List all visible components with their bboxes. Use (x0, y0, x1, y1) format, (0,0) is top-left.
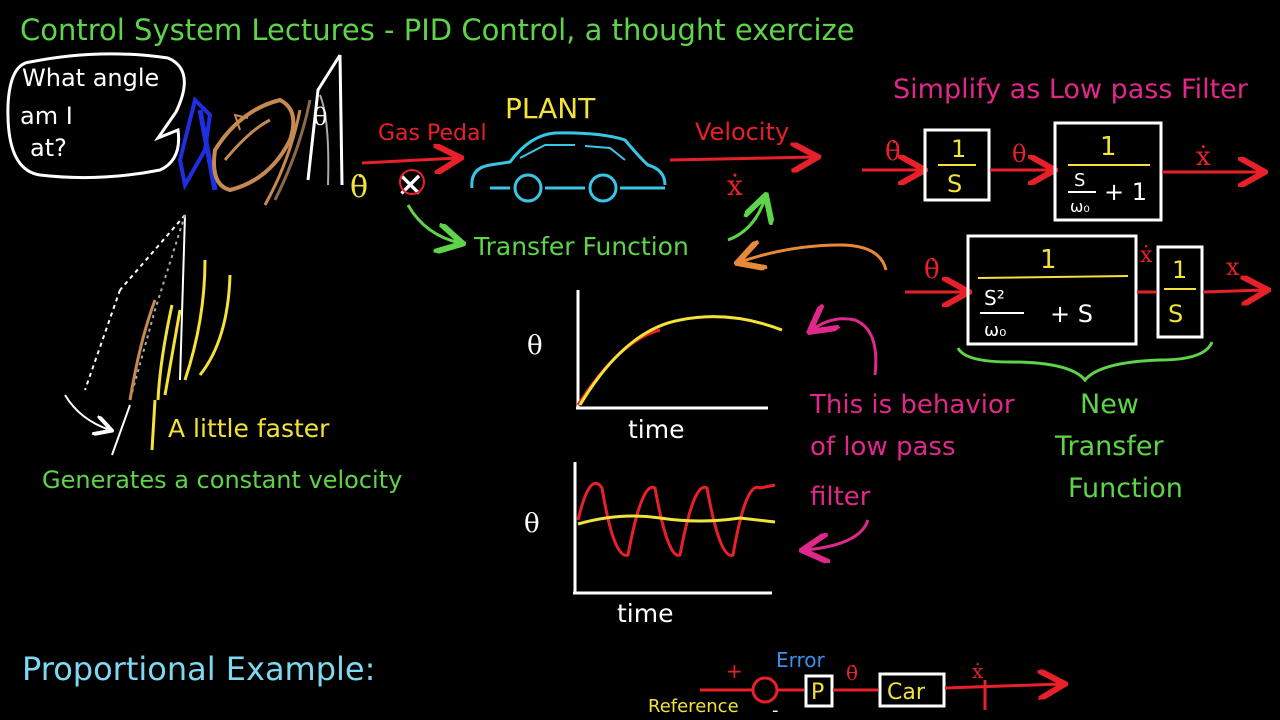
gas-pedal-label: Gas Pedal (378, 121, 487, 146)
plot1-yellow-curve (578, 315, 783, 406)
orange-link-arrow (740, 245, 888, 270)
car-output-arrow (944, 684, 1062, 688)
plot1-ylabel: θ (527, 331, 543, 361)
new-tf-block-diagram: θ̇ 1 S² ω₀ + S ẋ 1 S x (905, 234, 1265, 383)
plant-label: PLANT (505, 92, 596, 125)
lpf-mid-symbol: θ (1012, 140, 1026, 168)
lpf-block-diagram: θ̇ 1 S θ 1 S ω₀ + 1 ẋ (862, 121, 1262, 222)
newtf-caption-1: New (1080, 389, 1139, 420)
lowpass-den-w0: ω₀ (1070, 197, 1090, 216)
newtf-main-block (966, 234, 1138, 346)
car-icon (470, 131, 667, 203)
behavior-line-2: of low pass (810, 432, 956, 462)
plot2-red-curve (576, 481, 776, 557)
reference-label: Reference (648, 696, 739, 717)
newtf-num: 1 (1040, 245, 1057, 275)
lowpass-den-s: S (1074, 170, 1085, 191)
bubble-line-3: at? (30, 134, 67, 162)
velocity-arrow (669, 157, 815, 160)
foot-pedal-illustration: θ (177, 54, 344, 206)
proportional-block-diagram: + Reference - Error P θ̇ Car ẋ (648, 648, 1062, 720)
faster-note: A little faster (168, 414, 330, 443)
summing-junction (751, 676, 779, 704)
plot1-xlabel: time (628, 415, 684, 444)
newtf-den-tail: + S (1050, 300, 1093, 328)
newtf-den-w0: ω₀ (984, 320, 1006, 341)
transfer-arrow-left (406, 204, 460, 243)
lowpass-den-tail: + 1 (1104, 178, 1147, 206)
behavior-line-1: This is behavior (809, 390, 1015, 420)
plot1-red-curve (576, 328, 661, 406)
p-block-label: P (811, 680, 824, 705)
gas-pedal-arrow (361, 158, 458, 163)
newtf-integrator-block (1156, 245, 1204, 339)
newtf-caption-2: Transfer (1054, 431, 1164, 462)
bubble-line-1: What angle (22, 64, 159, 92)
integrator-num: 1 (951, 135, 966, 163)
simplify-heading: Simplify as Low pass Filter (893, 74, 1249, 105)
lpf-output-symbol: ẋ (1196, 142, 1211, 172)
proportional-heading: Proportional Example: (22, 650, 375, 688)
behavior-arrow-up (812, 319, 878, 376)
bubble-line-2: am I (20, 102, 73, 130)
p-block (804, 674, 834, 708)
newtf-int-den: S (1168, 300, 1183, 328)
newtf-caption-3: Function (1068, 473, 1183, 504)
lowpass-block (1053, 121, 1163, 222)
transfer-function-label: Transfer Function (473, 232, 689, 261)
plot2-yellow-curve (577, 514, 776, 526)
newtf-brace (956, 341, 1214, 383)
lowpass-num: 1 (1100, 132, 1117, 162)
plus-sign: + (726, 659, 743, 683)
car-block-label: Car (887, 680, 926, 705)
transfer-arrow-right (727, 198, 765, 242)
newtf-int-num: 1 (1172, 256, 1187, 284)
constant-velocity-note: Generates a constant velocity (42, 466, 402, 494)
newtf-mid-symbol: ẋ (1140, 243, 1153, 268)
plot2-xlabel: time (617, 599, 673, 628)
integrator-den: S (947, 170, 962, 198)
lpf-input-symbol: θ̇ (885, 137, 901, 167)
car-output-symbol: ẋ (972, 659, 984, 683)
newtf-den-s2: S² (984, 286, 1005, 310)
lecture-title: Control System Lectures - PID Control, a… (20, 13, 855, 47)
minus-sign: - (772, 700, 779, 720)
newtf-output-arrow (1202, 290, 1265, 292)
integrator-block (923, 128, 991, 202)
speech-bubble: What angle am I at? (6, 52, 186, 180)
newtf-input-symbol: θ̇ (924, 255, 940, 285)
plot2-ylabel: θ (524, 509, 540, 539)
pedal-angle-symbol: θ (313, 103, 327, 131)
red-circle-mark (399, 169, 425, 195)
pedal-motion-sketch (64, 214, 232, 456)
oscillation-plot: θ time (524, 462, 776, 628)
newtf-output-symbol: x (1226, 253, 1240, 281)
x-dot-output: ẋ (727, 169, 743, 202)
error-label: Error (776, 648, 826, 672)
behavior-arrow-down (805, 519, 870, 550)
newtf-fraction-bar (977, 275, 1129, 279)
p-output-symbol: θ̇ (846, 661, 858, 685)
velocity-label: Velocity (695, 118, 789, 146)
behavior-line-3: filter (810, 482, 871, 512)
step-response-plot: θ time (527, 290, 783, 444)
car-block (878, 672, 946, 708)
theta-dot-input: θ̇ (350, 170, 368, 205)
